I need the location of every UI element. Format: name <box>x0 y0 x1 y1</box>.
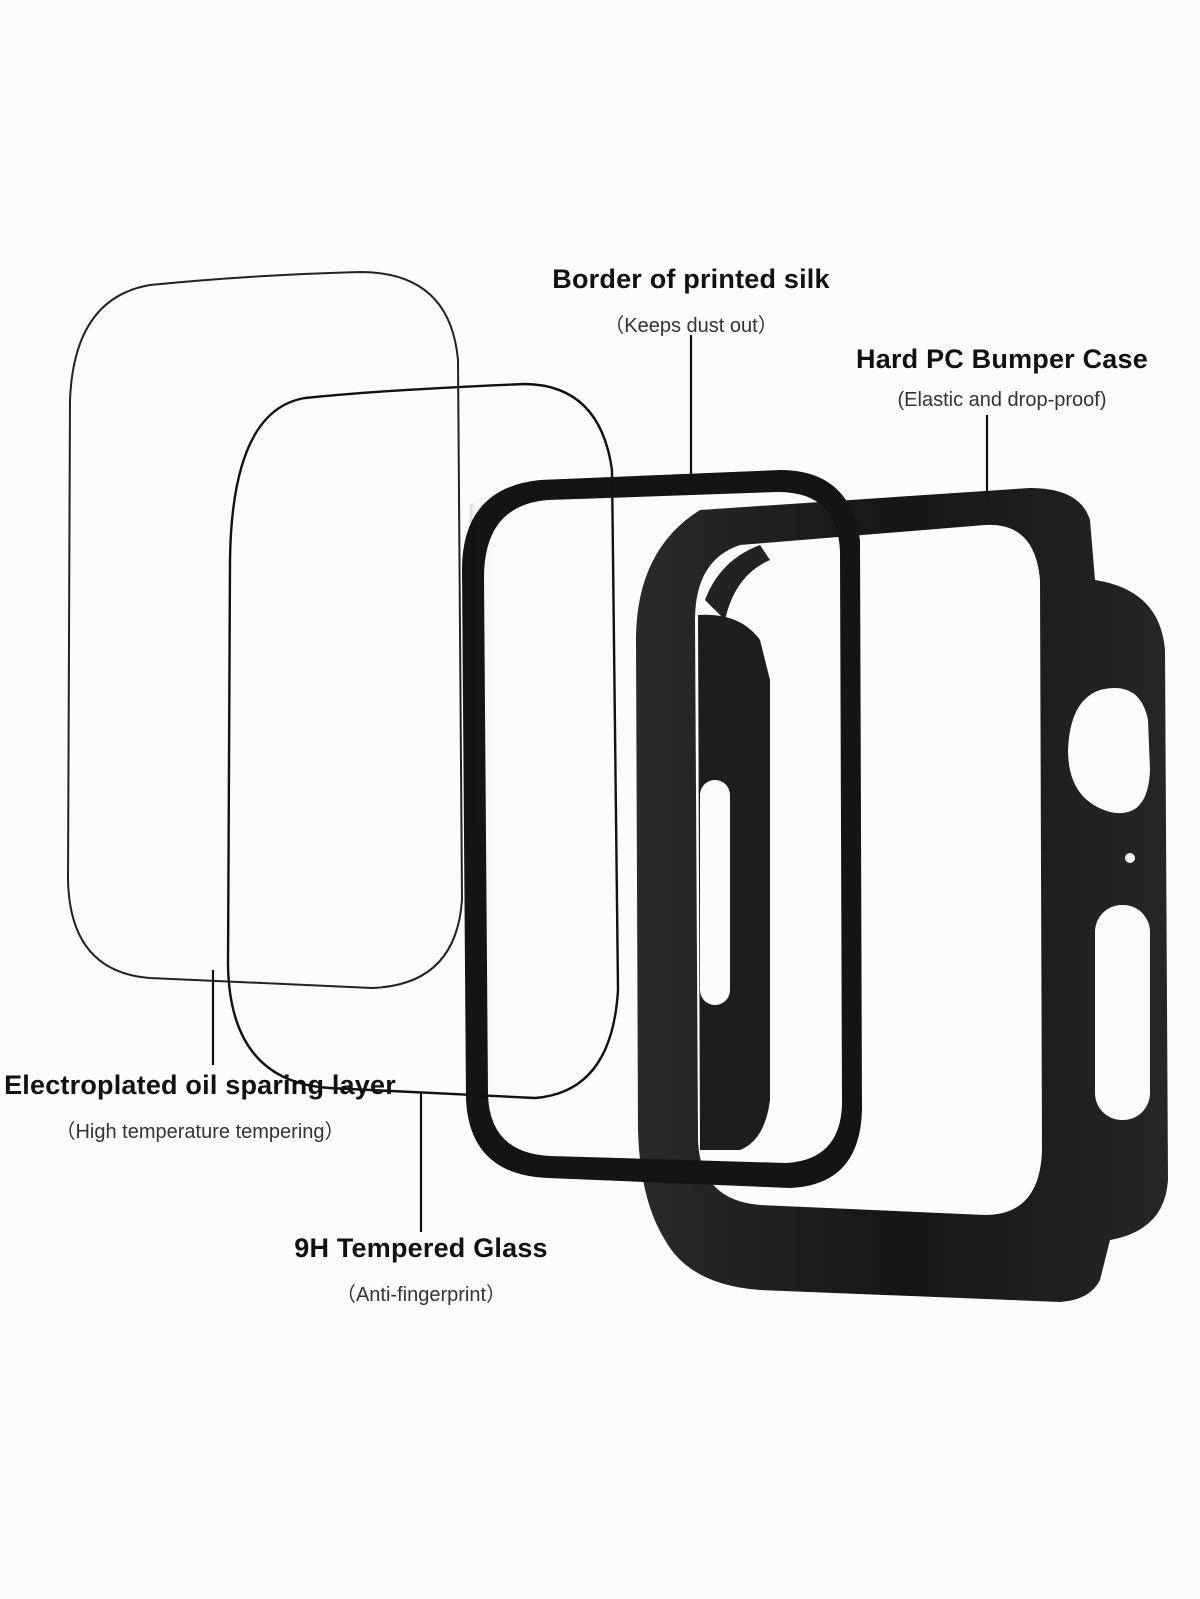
bumper-case <box>636 488 1168 1302</box>
callout-bumper: Hard PC Bumper Case (Elastic and drop-pr… <box>856 344 1148 412</box>
callout-bumper-title: Hard PC Bumper Case <box>856 344 1148 374</box>
callout-border: Border of printed silk （Keeps dust out） <box>552 264 829 338</box>
button-cutout <box>1095 905 1150 1120</box>
case-slot <box>700 780 730 1005</box>
mic-hole <box>1125 853 1135 863</box>
callout-border-subtitle: （Keeps dust out） <box>604 315 778 337</box>
crown-cutout <box>1068 688 1150 814</box>
callout-oil: Electroplated oil sparing layer （High te… <box>4 1070 396 1144</box>
callout-glass: 9H Tempered Glass （Anti-fingerprint） <box>294 1233 548 1307</box>
callout-glass-subtitle: （Anti-fingerprint） <box>335 1284 507 1306</box>
callout-bumper-subtitle: (Elastic and drop-proof) <box>897 389 1107 411</box>
callout-oil-title: Electroplated oil sparing layer <box>4 1070 396 1100</box>
oil-sparing-layer <box>66 270 464 990</box>
callout-border-title: Border of printed silk <box>552 264 830 294</box>
tempered-glass <box>226 382 620 1140</box>
callout-glass-title: 9H Tempered Glass <box>294 1233 548 1263</box>
callout-oil-subtitle: （High temperature tempering） <box>55 1121 345 1143</box>
